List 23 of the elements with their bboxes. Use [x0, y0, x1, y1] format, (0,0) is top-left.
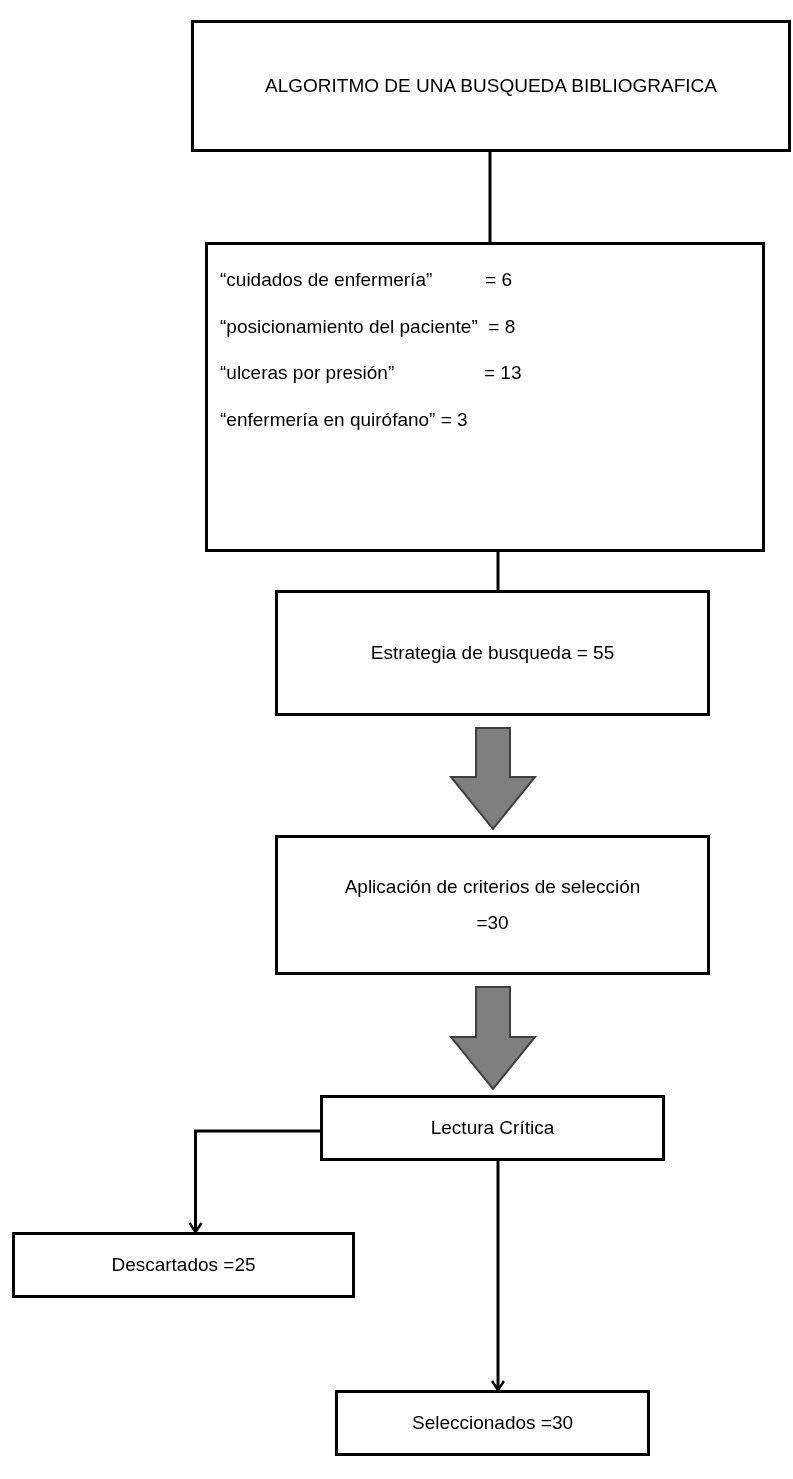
box-text: Descartados =25 — [111, 1252, 256, 1277]
process-box — [191, 20, 791, 152]
box-text: “posicionamiento del paciente” = 8 — [220, 314, 516, 339]
arrow — [490, 1161, 506, 1392]
process-box — [275, 835, 710, 975]
process-box — [205, 242, 765, 552]
block-arrow — [448, 986, 538, 1091]
process-box — [12, 1232, 355, 1298]
box-text: Seleccionados =30 — [411, 1410, 574, 1435]
box-text: “cuidados de enfermería” = 6 — [220, 268, 512, 292]
box-text: “enfermería en quirófano” = 3 — [220, 407, 468, 432]
arrow — [188, 1129, 320, 1234]
process-box — [335, 1390, 650, 1456]
process-box — [320, 1095, 665, 1161]
box-text: Estrategia de busqueda = 55 — [370, 640, 615, 665]
box-text: ALGORITMO DE UNA BUSQUEDA BIBLIOGRAFICA — [265, 73, 717, 98]
block-arrow — [448, 727, 538, 831]
connector-line — [496, 552, 500, 590]
box-text: Lectura Crítica — [430, 1115, 555, 1140]
process-box — [275, 590, 710, 716]
box-text: Aplicación de criterios de selección =30 — [343, 874, 642, 935]
connector-line — [488, 152, 492, 242]
box-text: “ulceras por presión” = 13 — [220, 361, 522, 386]
